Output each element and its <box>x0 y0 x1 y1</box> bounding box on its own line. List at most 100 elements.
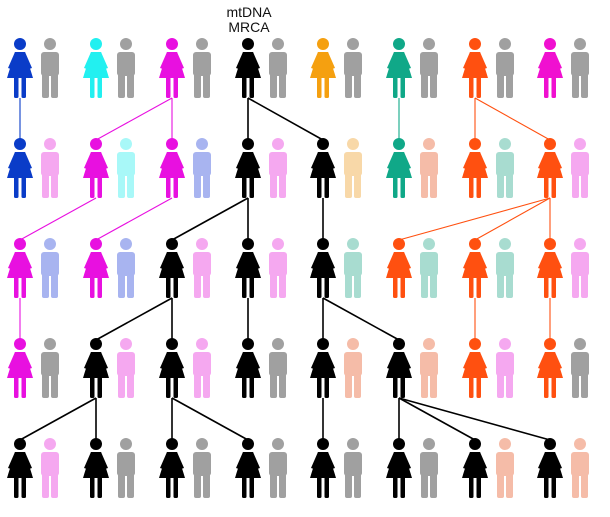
couple <box>83 438 135 498</box>
couple <box>310 38 362 98</box>
female-figure <box>386 138 412 198</box>
couple <box>7 438 59 498</box>
lineage-line <box>322 297 400 341</box>
couple <box>7 138 59 198</box>
male-figure <box>193 138 211 198</box>
mrca-label: mtDNA MRCA <box>214 5 284 35</box>
lineage-line <box>19 397 97 441</box>
female-figure <box>537 38 563 98</box>
female-figure <box>310 338 336 398</box>
female-figure <box>159 138 185 198</box>
female-figure <box>83 138 109 198</box>
couple <box>235 338 287 398</box>
couple <box>310 138 362 198</box>
male-figure <box>41 238 59 298</box>
female-figure <box>537 438 563 498</box>
lineage-line <box>398 397 476 441</box>
female-figure <box>235 338 261 398</box>
couple <box>83 238 135 298</box>
female-figure <box>235 438 261 498</box>
couple <box>386 438 438 498</box>
female-figure <box>310 38 336 98</box>
couple <box>159 138 211 198</box>
male-figure <box>193 238 211 298</box>
male-figure <box>420 238 438 298</box>
male-figure <box>269 38 287 98</box>
female-figure <box>7 38 33 98</box>
couple <box>83 338 135 398</box>
lineage-line <box>95 197 173 241</box>
lineage-line <box>247 97 324 141</box>
female-figure <box>83 38 109 98</box>
female-figure <box>462 238 488 298</box>
female-figure <box>159 438 185 498</box>
female-figure <box>83 238 109 298</box>
male-figure <box>571 338 589 398</box>
male-figure <box>496 238 514 298</box>
mrca-label-line-2: MRCA <box>228 19 270 35</box>
male-figure <box>41 138 59 198</box>
male-figure <box>117 238 135 298</box>
couple <box>7 38 59 98</box>
couple <box>235 38 287 98</box>
female-figure <box>537 338 563 398</box>
lineage-line <box>95 297 173 341</box>
female-figure <box>310 238 336 298</box>
female-figure <box>462 438 488 498</box>
couple <box>462 38 514 98</box>
lineage-line <box>171 197 249 241</box>
couple <box>537 438 589 498</box>
couple <box>159 438 211 498</box>
lineage-line <box>474 197 551 241</box>
lineage-line <box>474 97 551 141</box>
couple <box>386 138 438 198</box>
couple <box>462 238 514 298</box>
male-figure <box>344 38 362 98</box>
couple <box>537 338 589 398</box>
female-figure <box>386 438 412 498</box>
couple <box>7 338 59 398</box>
female-figure <box>386 338 412 398</box>
male-figure <box>496 338 514 398</box>
male-figure <box>344 238 362 298</box>
female-figure <box>462 338 488 398</box>
female-figure <box>462 38 488 98</box>
male-figure <box>41 338 59 398</box>
lineage-line <box>398 397 551 441</box>
female-figure <box>235 38 261 98</box>
male-figure <box>41 38 59 98</box>
couple <box>386 238 438 298</box>
male-figure <box>117 138 135 198</box>
male-figure <box>269 438 287 498</box>
male-figure <box>571 138 589 198</box>
couple <box>310 438 362 498</box>
couple <box>462 438 514 498</box>
couple <box>537 138 589 198</box>
female-figure <box>7 238 33 298</box>
couple <box>83 38 135 98</box>
female-figure <box>462 138 488 198</box>
lineage-line <box>398 197 551 241</box>
couple <box>386 338 438 398</box>
female-figure <box>159 38 185 98</box>
female-figure <box>386 238 412 298</box>
male-figure <box>496 138 514 198</box>
couple <box>462 138 514 198</box>
couple <box>537 38 589 98</box>
male-figure <box>571 38 589 98</box>
male-figure <box>269 238 287 298</box>
female-figure <box>235 238 261 298</box>
female-figure <box>83 338 109 398</box>
male-figure <box>193 438 211 498</box>
female-figure <box>7 138 33 198</box>
male-figure <box>496 438 514 498</box>
male-figure <box>420 338 438 398</box>
female-figure <box>386 38 412 98</box>
couple <box>159 238 211 298</box>
female-figure <box>310 438 336 498</box>
lineage-line <box>19 197 97 241</box>
male-figure <box>193 338 211 398</box>
mrca-label-line-1: mtDNA <box>226 4 272 20</box>
female-figure <box>83 438 109 498</box>
female-figure <box>7 438 33 498</box>
